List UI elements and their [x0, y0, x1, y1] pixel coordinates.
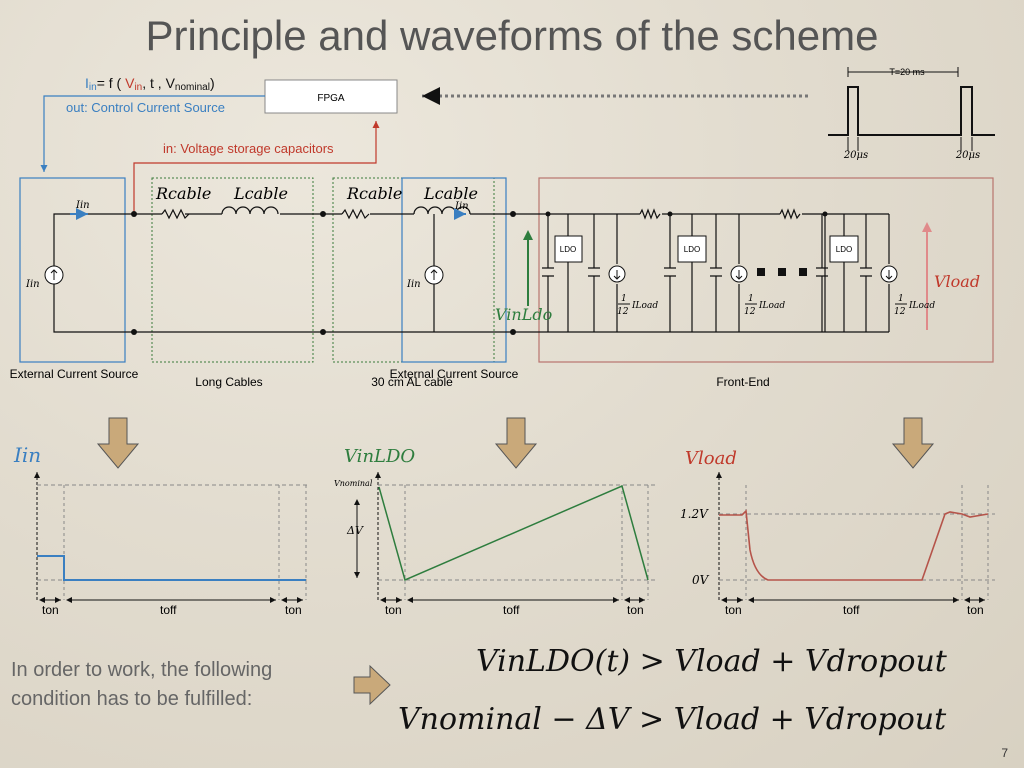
vload-ton-1: ton — [725, 603, 742, 617]
circuit-wires — [53, 206, 890, 333]
iin-ton-2: ton — [285, 603, 302, 617]
condition-text: In order to work, the following conditio… — [11, 659, 273, 710]
circuit-nodes — [131, 211, 828, 335]
equation-2: Vnominal − ΔV > Vload + Vdropout — [398, 702, 947, 737]
long-cables-label: Long Cables — [195, 375, 262, 389]
svg-text:1: 1 — [748, 294, 754, 304]
iin-label-3: Iin — [25, 279, 40, 290]
svg-text:1: 1 — [898, 294, 904, 304]
front-end-box — [538, 177, 994, 363]
vload-arrow-head — [922, 222, 932, 232]
current-source-1 — [44, 265, 64, 285]
vinldo-wave-title: VinLDO — [344, 446, 415, 467]
ldo-3: LDO — [829, 235, 859, 263]
svg-text:12: 12 — [744, 307, 756, 317]
period-label: T=20 ms — [889, 67, 925, 77]
ext-source-1-box — [19, 177, 126, 363]
iin-waveform: Iin ton toff ton — [13, 443, 310, 617]
current-source-2 — [424, 265, 444, 285]
vload-wave-title: Vload — [685, 448, 737, 469]
out-control-line — [40, 95, 265, 172]
ldo-1: LDO — [554, 235, 583, 263]
fpga-box — [264, 79, 398, 114]
delta-v-label: ΔV — [346, 524, 364, 537]
pulse-waveform: T=20 ms 20μs 20μs — [828, 67, 995, 161]
iin-label-1: Iin — [75, 200, 90, 211]
lcable-label-2: Lcable — [423, 184, 478, 203]
ldo-2: LDO — [677, 235, 707, 263]
slide-title: Principle and waveforms of the scheme — [145, 12, 879, 59]
svg-text:12: 12 — [894, 307, 906, 317]
equation-1: VinLDO(t) > Vload + Vdropout — [476, 644, 947, 679]
pulse-width-left: 20μs — [843, 150, 868, 161]
svg-text:ILoad: ILoad — [758, 301, 785, 311]
ellipsis-dots — [757, 268, 807, 276]
down-arrow-2 — [494, 417, 538, 469]
al-cable-box — [332, 177, 495, 363]
vinldo-arrow-head — [523, 230, 533, 240]
load-sources — [608, 265, 898, 283]
down-arrow-1 — [96, 417, 140, 469]
out-label: out: Control Current Source — [66, 100, 225, 115]
ext-source-1-label: External Current Source — [10, 367, 139, 381]
iin-toff: toff — [160, 603, 177, 617]
svg-text:12: 12 — [617, 307, 629, 317]
ext-source-2-label: External Current Source — [390, 367, 519, 381]
vload-label: Vload — [934, 272, 980, 291]
iin-label-4: Iin — [406, 279, 421, 290]
svg-text:ILoad: ILoad — [631, 301, 658, 311]
iin-label-2: Iin — [454, 201, 469, 212]
svg-text:LDO: LDO — [560, 245, 576, 254]
iload-label-2: 1 12 ILoad — [744, 294, 785, 317]
control-formula: Iin= f ( Vin, t , Vnominal) — [85, 75, 215, 93]
v0-label: 0V — [692, 573, 710, 587]
iload-label-1: 1 12 ILoad — [617, 294, 658, 317]
lcable-label-1: Lcable — [233, 184, 288, 203]
svg-text:1: 1 — [621, 294, 627, 304]
al-cable-label: 30 cm AL cable — [371, 375, 453, 389]
down-arrow-3 — [891, 417, 935, 469]
vload-toff: toff — [843, 603, 860, 617]
vinldo-ton-2: ton — [627, 603, 644, 617]
pulse-width-right: 20μs — [955, 150, 980, 161]
vinldo-waveform: VinLDO Vnominal ΔV ton toff ton — [334, 446, 655, 617]
vinldo-label: VinLdo — [495, 305, 552, 324]
page-number: 7 — [1001, 746, 1008, 760]
front-end-label: Front-End — [716, 375, 769, 389]
v12-label: 1.2V — [680, 507, 709, 521]
svg-text:LDO: LDO — [836, 245, 852, 254]
fpga-label: FPGA — [317, 93, 345, 104]
vload-ton-2: ton — [967, 603, 984, 617]
vnominal-label: Vnominal — [334, 479, 373, 488]
in-label: in: Voltage storage capacitors — [163, 141, 334, 156]
ext-source-2-box — [401, 177, 507, 363]
rcable-label-1: Rcable — [155, 184, 211, 203]
in-sense-line — [133, 120, 380, 214]
vload-waveform: Vload 1.2V 0V ton toff ton — [680, 448, 995, 617]
long-cables-box — [151, 177, 314, 363]
vinldo-toff: toff — [503, 603, 520, 617]
right-arrow — [353, 664, 391, 706]
iin-ton-1: ton — [42, 603, 59, 617]
svg-text:LDO: LDO — [684, 245, 700, 254]
iin-wave-title: Iin — [13, 443, 41, 467]
vinldo-ton-1: ton — [385, 603, 402, 617]
rcable-label-2: Rcable — [346, 184, 402, 203]
svg-text:ILoad: ILoad — [908, 301, 935, 311]
iload-label-3: 1 12 ILoad — [894, 294, 935, 317]
